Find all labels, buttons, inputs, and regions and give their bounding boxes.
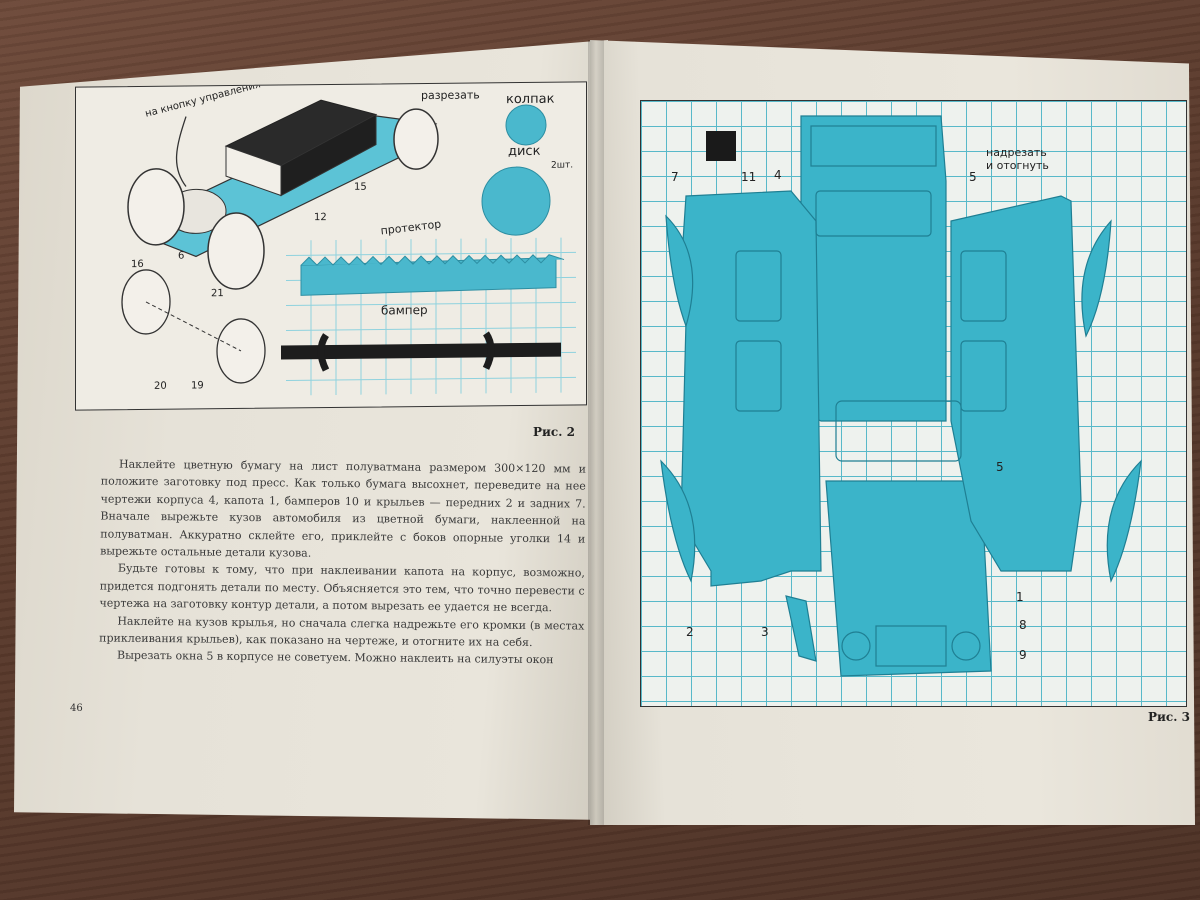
label-20: 20 (154, 381, 167, 392)
wheel-front-left (207, 212, 265, 290)
figure-3-caption: Рис. 3 (1148, 710, 1190, 724)
fender-rear-right (1081, 219, 1112, 338)
cap-disc (505, 104, 547, 146)
front-grille (875, 625, 947, 667)
axle (145, 301, 242, 352)
battery-front (280, 113, 377, 197)
label-12: 12 (314, 212, 327, 223)
page-number: 46 (70, 703, 83, 714)
right-window-front (960, 340, 1007, 412)
right-window-rear (960, 250, 1007, 322)
windshield (835, 400, 962, 462)
label-19: 19 (191, 380, 204, 391)
label-3: 3 (761, 625, 769, 639)
wheel-rear-left (127, 168, 185, 246)
label-6: 6 (178, 251, 184, 262)
label-bumper: бампер (381, 303, 428, 317)
label-disk-count: 2шт. (551, 160, 573, 170)
label-5-bottom: 5 (996, 460, 1004, 474)
figure-3: надрезать и отогнуть 11 4 5 7 5 1 2 3 8 … (640, 100, 1187, 707)
label-control-button: на кнопку управления (144, 82, 262, 120)
swatch-11 (706, 131, 736, 161)
label-21: 21 (211, 288, 224, 299)
wheel-rear-right (393, 108, 439, 170)
rear-window (815, 190, 932, 237)
car-hood (825, 480, 992, 677)
headlight-left (841, 631, 871, 661)
paragraph-3: Наклейте на кузов крылья, но сначала сле… (99, 614, 585, 650)
label-15: 15 (354, 182, 367, 193)
left-window-front (735, 340, 782, 412)
paragraph-1: Наклейте цветную бумагу на лист полуватм… (100, 457, 587, 560)
figure-3-drawing: надрезать и отогнуть 11 4 5 7 5 1 2 3 8 … (660, 115, 1142, 677)
left-window-rear (735, 250, 782, 322)
label-2: 2 (686, 625, 694, 639)
paragraph-2: Будьте готовы к тому, что при наклеивани… (99, 562, 585, 615)
label-8: 8 (1019, 618, 1027, 632)
headlight-right (951, 631, 981, 661)
label-7: 7 (671, 170, 679, 184)
figure-2: на кнопку управления разрезать колпак ди… (75, 81, 587, 411)
car-body-center (800, 115, 947, 422)
label-cut: разрезать (421, 88, 480, 102)
label-cut-bend-2: и отогнуть (986, 159, 1049, 172)
fender-rear-left (665, 214, 694, 328)
tread-teeth (300, 254, 565, 266)
body-text: Наклейте цветную бумагу на лист полуватм… (99, 455, 586, 669)
label-16: 16 (131, 259, 144, 270)
label-5-top: 5 (969, 170, 977, 184)
label-cut-bend-1: надрезать (986, 146, 1047, 159)
bumper-ends (317, 331, 495, 372)
label-1: 1 (1016, 590, 1024, 604)
wheel-exploded-1 (121, 269, 171, 335)
bumper-piece (785, 595, 817, 662)
label-11: 11 (741, 170, 756, 184)
car-side-right (950, 195, 1082, 572)
figure-2-drawing: на кнопку управления разрезать колпак ди… (121, 82, 576, 396)
rear-grille (810, 125, 937, 167)
fender-front-left (660, 459, 696, 583)
disk-disc (481, 166, 551, 236)
label-4: 4 (774, 168, 782, 182)
wire (175, 116, 187, 187)
label-tread: протектор (380, 218, 442, 238)
fender-front-right (1106, 459, 1142, 583)
book-spine (588, 40, 604, 825)
car-side-left (678, 190, 822, 587)
label-cap: колпак (506, 92, 555, 108)
figure-2-caption: Рис. 2 (533, 425, 575, 439)
label-disk: диск (508, 144, 541, 159)
label-9: 9 (1019, 648, 1027, 662)
